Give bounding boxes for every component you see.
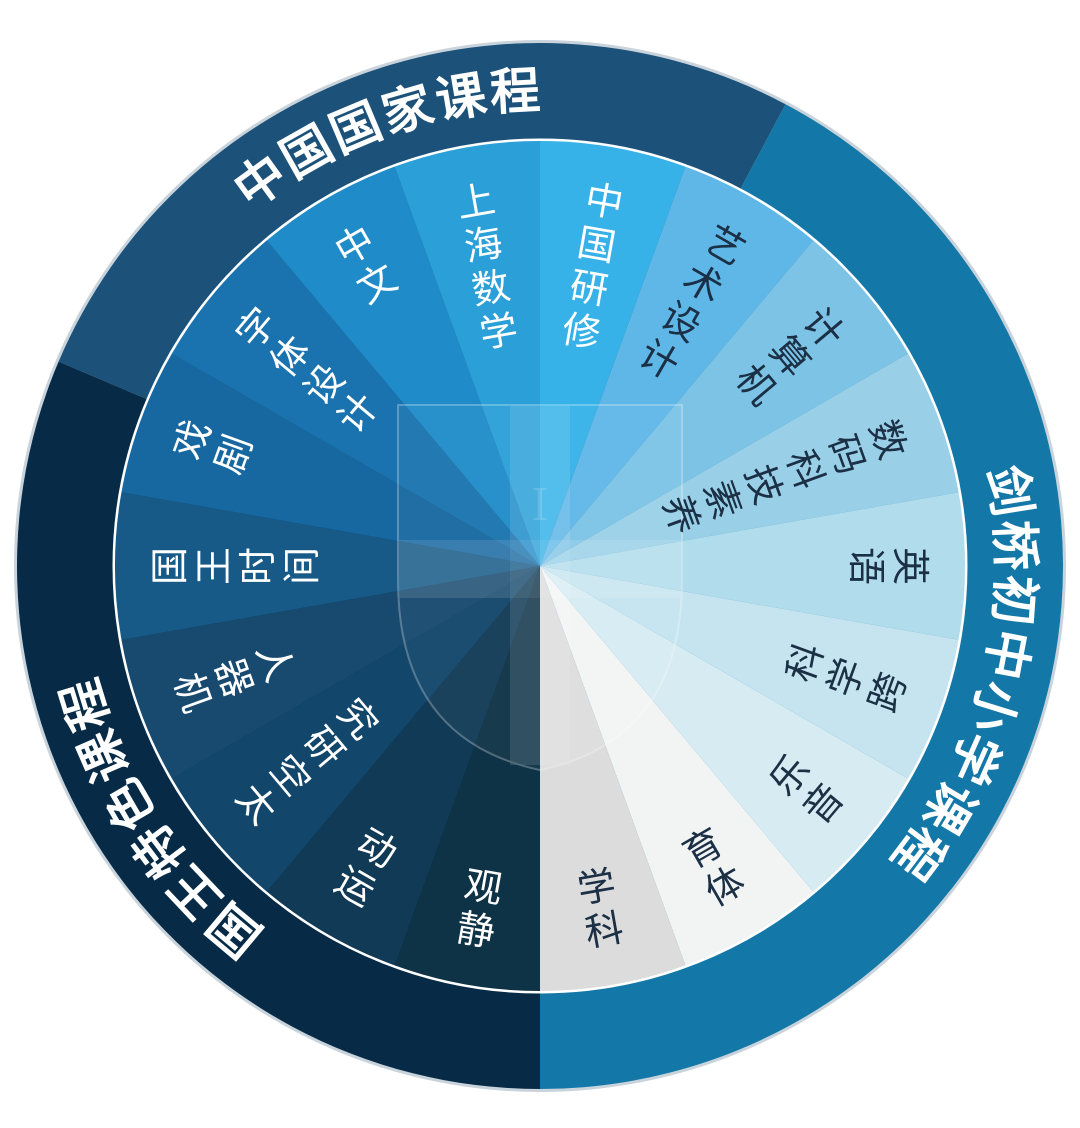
segment-label-char: 王: [192, 547, 236, 585]
segment-wedge: [540, 566, 959, 779]
segment-label-char: 国: [148, 547, 192, 585]
segment-wedge: [171, 240, 540, 566]
segment-label-char: 时: [236, 547, 280, 585]
segment-label-char: 学: [476, 307, 521, 357]
shield-cross-horizontal: [398, 540, 682, 598]
segment-wedge: [540, 566, 814, 966]
segment-wedge: [394, 566, 540, 992]
segment-wedge: [540, 566, 909, 892]
segment-wedge: [121, 566, 541, 779]
segment-wedge: [266, 566, 540, 966]
shield-cross-vertical: [510, 405, 570, 765]
ring-label-char: 程: [489, 61, 542, 122]
segment-wedge: [266, 166, 540, 566]
ring-label-char: 剑: [976, 462, 1041, 521]
segment-label-char: 静: [453, 905, 498, 955]
segment-label-char: 科: [582, 905, 627, 955]
ring-divider-circle: [112, 138, 968, 994]
segment-wedge: [540, 166, 814, 566]
segment-label-char: 修: [559, 307, 604, 357]
segment-wedge: [115, 492, 541, 640]
ring-label-char: 课: [431, 65, 491, 131]
segment-label-char: 间: [280, 547, 324, 585]
segment-label-char: 海: [461, 220, 506, 270]
segment-label-char: 中: [582, 177, 627, 227]
segment-wedge: [540, 492, 965, 640]
segment-label-char: 研: [566, 263, 611, 313]
segment-wedge: [540, 240, 909, 566]
shield-outline: [397, 404, 683, 772]
ring-label-char: 初: [983, 573, 1044, 627]
segment-label-char: 国: [574, 220, 619, 270]
segment-wedge: [394, 141, 540, 566]
segment-wedge: [540, 566, 686, 991]
inner-segments: [115, 141, 965, 992]
segment-label-char: 数: [468, 263, 513, 313]
shield-letter: I: [531, 480, 548, 531]
segment-wedge: [540, 141, 686, 566]
shield-emblem: I: [397, 404, 683, 772]
segment-label-char: 观: [461, 862, 506, 912]
segment-wedge: [171, 566, 540, 892]
segment-label-char: 上: [453, 177, 498, 227]
segment-label-char: 英: [888, 547, 932, 585]
segment-wedge: [121, 353, 541, 566]
segment-label-char: 学: [574, 862, 619, 912]
ring-label-char: 桥: [984, 519, 1044, 571]
segment-label-char: 语: [844, 547, 888, 585]
segment-wedge: [540, 353, 959, 566]
ring-label-char: 中: [974, 624, 1040, 684]
